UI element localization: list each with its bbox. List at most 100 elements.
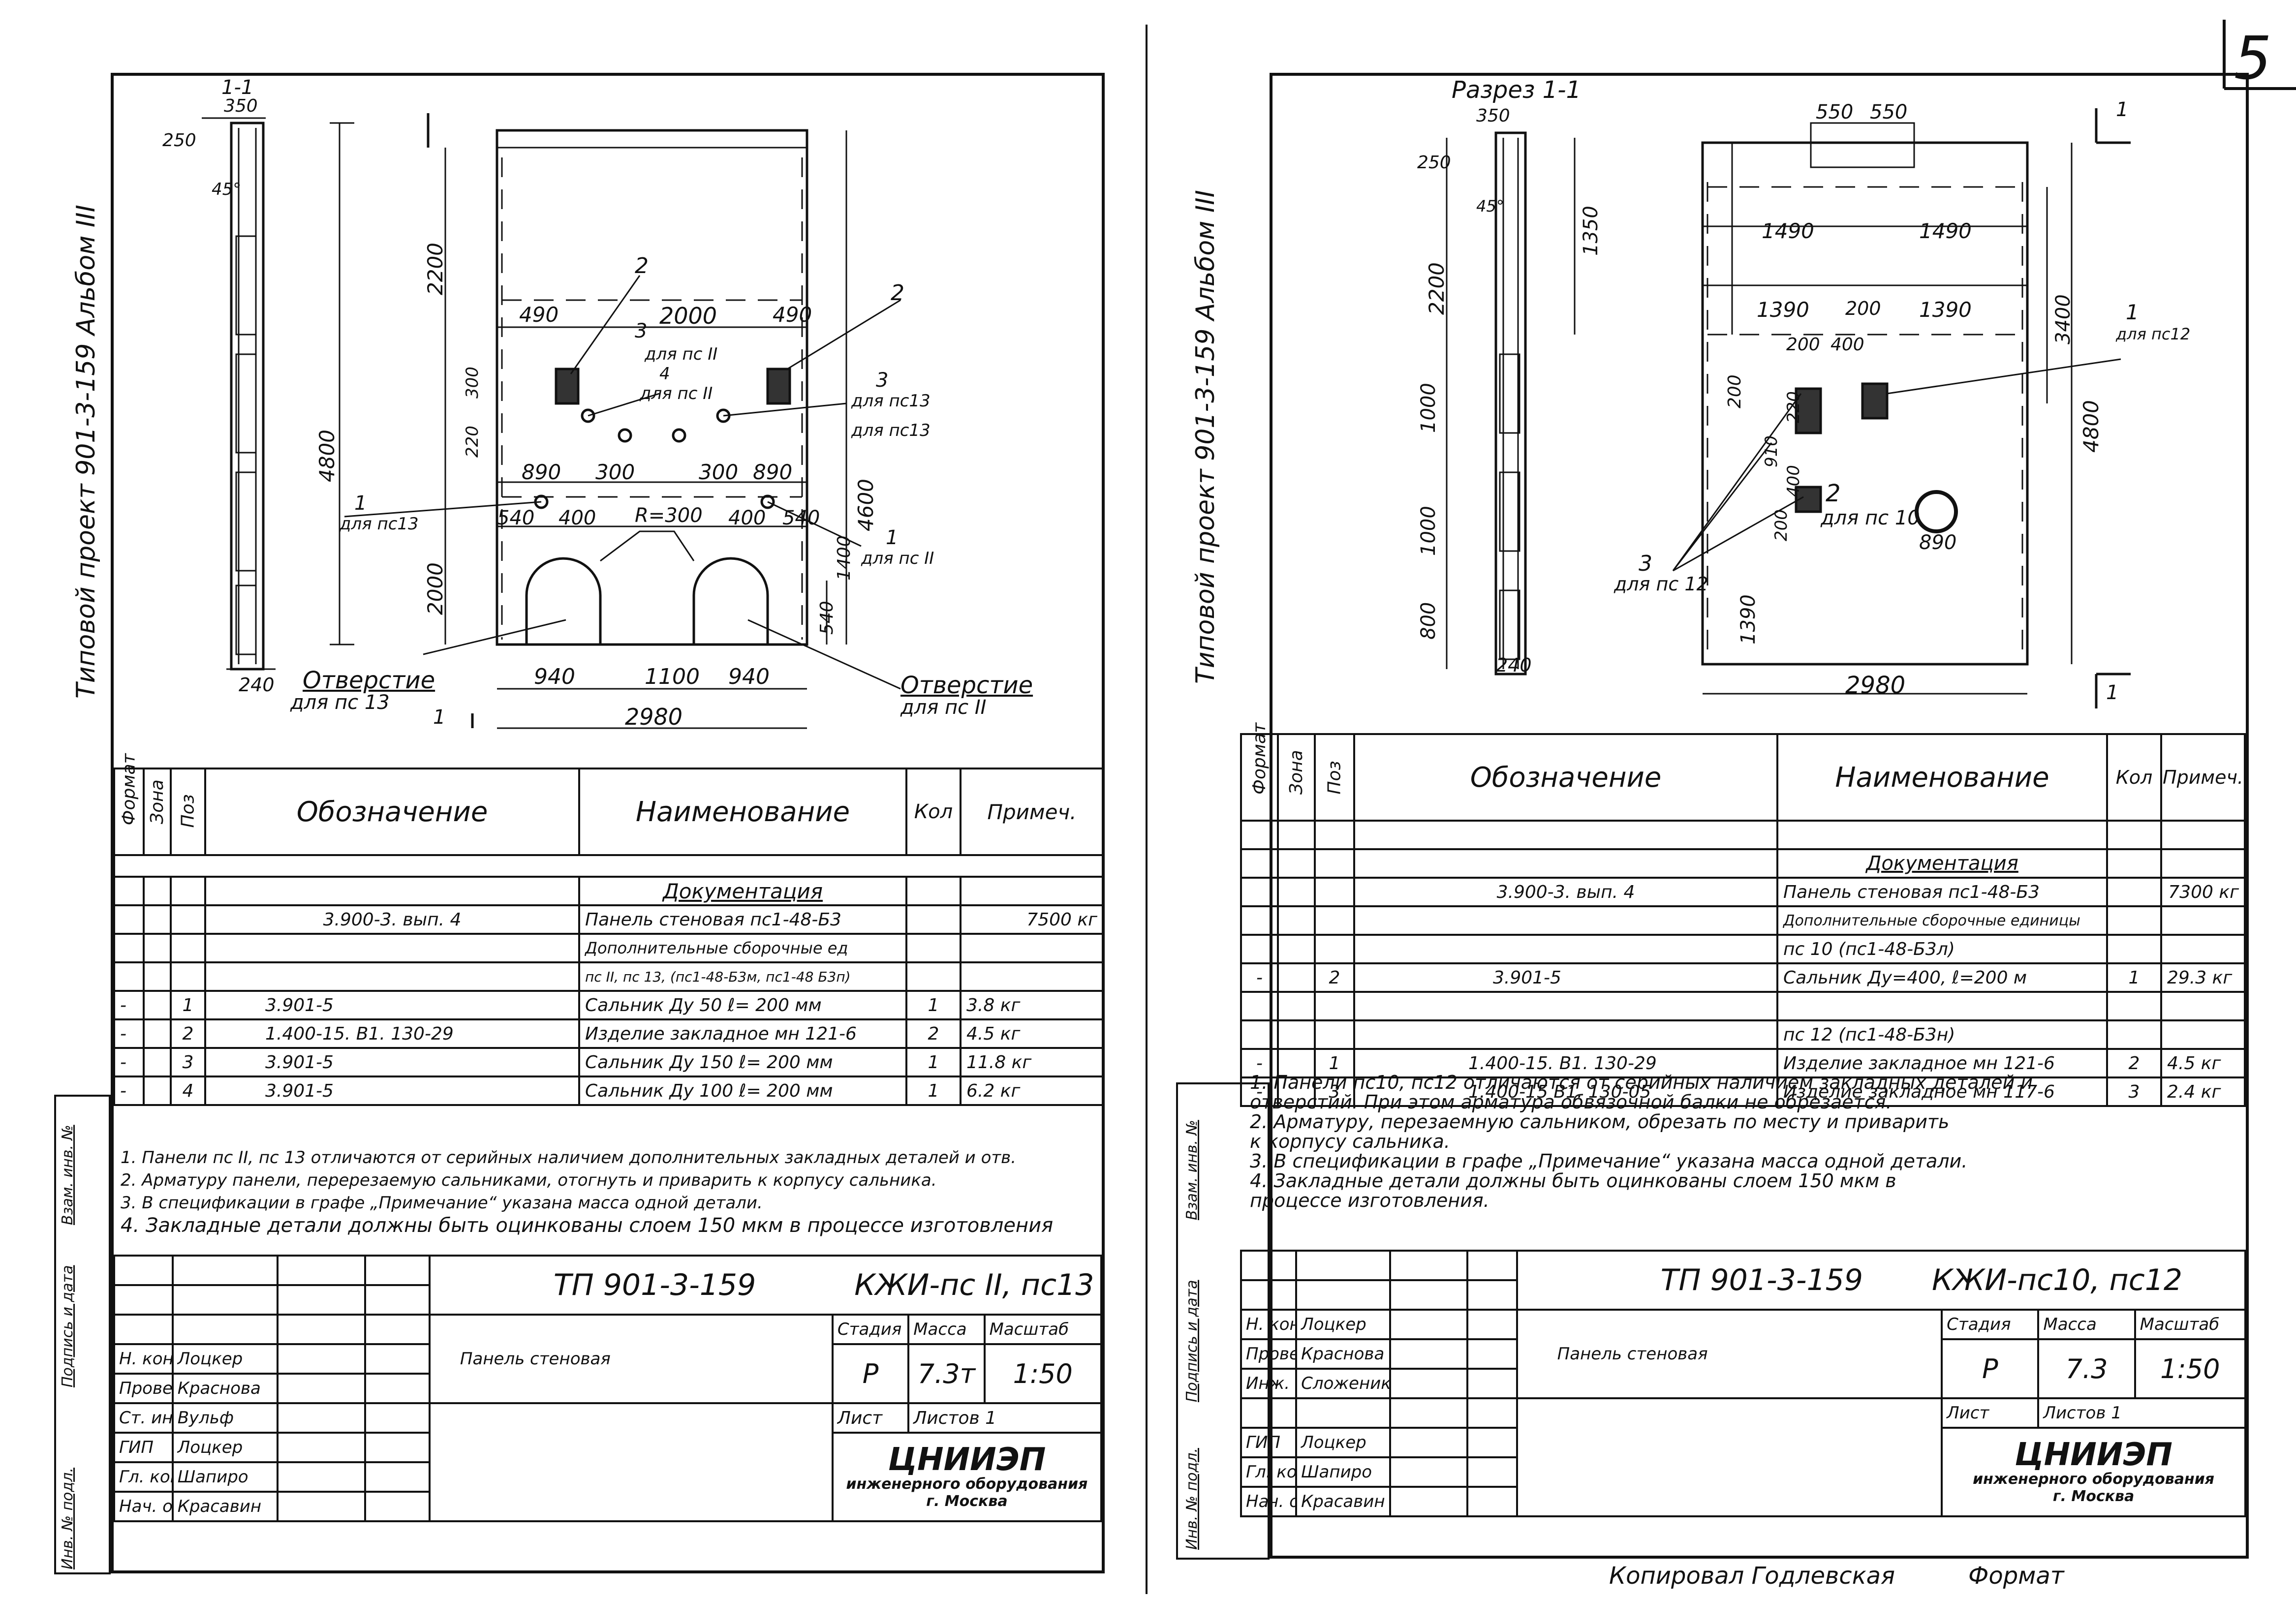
left-dim-240: 240 xyxy=(239,674,275,696)
table-row: пс 12 (пс1-48-Б3н) xyxy=(1240,1019,2246,1050)
left-stamp-stage-lbl: Стадия xyxy=(831,1314,910,1345)
right-dim-3400: 3400 xyxy=(2052,294,2075,344)
left-notes: 1. Панели пс II, пс 13 отличаются от сер… xyxy=(121,1148,1054,1237)
right-dim-800: 800 xyxy=(1417,602,1440,640)
left-binder-title: Типовой проект 901-3-159 Альбом III xyxy=(71,205,101,699)
left-spec-table: Формат Зона Поз Обозначение Наименование… xyxy=(113,753,1104,1106)
right-stamp-sheetcode: КЖИ-пс10, пс12 xyxy=(1932,1263,2183,1297)
left-callout-4: 4 xyxy=(659,364,670,384)
right-dim-400: 400 xyxy=(1831,335,1864,355)
right-dim-200c: 200 xyxy=(1771,509,1791,541)
right-callout-2: 2 xyxy=(1826,480,1841,507)
right-dim-200b: 200 xyxy=(1786,335,1820,355)
right-spec-h-designation: Обозначение xyxy=(1353,733,1778,822)
right-side-sign: Подпись и дата xyxy=(1183,1280,1201,1403)
right-callout-3-txt: для пс 12 xyxy=(1614,573,1708,595)
left-callout-3b: 3 xyxy=(876,369,889,392)
left-callout-3a: 3 xyxy=(635,320,648,342)
left-dim-2000: 2000 xyxy=(659,303,717,329)
right-dim-1490b: 1490 xyxy=(1919,219,1972,243)
right-dim-2200: 2200 xyxy=(1425,262,1449,315)
right-dim-890: 890 xyxy=(1919,531,1957,554)
table-row: Документация xyxy=(1240,848,2246,879)
left-stamp-scale-lbl: Масштаб xyxy=(983,1314,1103,1345)
left-dim-4800: 4800 xyxy=(315,430,339,482)
left-dim-1100: 1100 xyxy=(645,664,700,689)
left-dim-1400: 1400 xyxy=(834,535,854,581)
left-dim-400b: 400 xyxy=(728,507,766,529)
right-dim-240: 240 xyxy=(1496,654,1532,676)
right-dim-550a: 550 xyxy=(1816,101,1854,123)
right-dim-910: 910 xyxy=(1762,435,1781,467)
left-callout-3a-txt: для пс II xyxy=(645,344,718,364)
right-stamp-title: Панель стеновая xyxy=(1516,1309,1943,1399)
right-dim-1000b: 1000 xyxy=(1417,506,1440,556)
left-stamp-scale: 1:50 xyxy=(983,1343,1103,1404)
left-callout-1b: 1 xyxy=(886,526,899,549)
left-dim-r300: R=300 xyxy=(635,504,703,527)
right-stamp-code: ТП 901-3-159 xyxy=(1660,1263,1863,1297)
left-side-strip xyxy=(54,1095,111,1574)
left-hole-sub: для пс 13 xyxy=(290,691,390,714)
left-spec-h-pos: Поз xyxy=(170,768,206,856)
right-dim-4800: 4800 xyxy=(2079,400,2103,453)
left-dim-540b: 540 xyxy=(782,507,820,529)
left-spec-h-note: Примеч. xyxy=(960,768,1104,856)
right-spec-table: Формат Зона Поз Обозначение Наименование… xyxy=(1240,722,2246,1107)
right-stamp-scale-lbl: Масштаб xyxy=(2134,1309,2247,1340)
right-side-replace: Взам. инв. № xyxy=(1183,1120,1201,1220)
left-dim-300: 300 xyxy=(463,367,482,399)
left-stamp-mass: 7.3т xyxy=(907,1343,986,1404)
left-spec-header: Формат Зона Поз Обозначение Наименование… xyxy=(113,753,1104,856)
right-spec-h-qty: Кол xyxy=(2106,733,2162,822)
left-dim-400a: 400 xyxy=(558,507,596,529)
left-dim-45: 45° xyxy=(212,180,242,199)
right-stamp-mass-lbl: Масса xyxy=(2037,1309,2136,1340)
right-dim-2980: 2980 xyxy=(1845,672,1906,699)
left-dim-490b: 490 xyxy=(773,303,812,327)
right-hole-sub: для пс II xyxy=(900,696,987,719)
right-binder-title: Типовой проект 901-3-159 Альбом III xyxy=(1191,190,1220,684)
left-callout-2b: 2 xyxy=(891,280,904,306)
left-dim-940a: 940 xyxy=(534,664,575,689)
right-stamp-stage: Р xyxy=(1941,1338,2040,1399)
right-callout-2-txt: для пс 10 xyxy=(1821,507,1920,529)
right-dim-1390a: 1390 xyxy=(1757,298,1809,322)
table-row xyxy=(1240,991,2246,1021)
left-callout-3b-txt: для пс13 xyxy=(851,391,931,411)
left-stamp-stage: Р xyxy=(831,1343,910,1404)
right-callout-3: 3 xyxy=(1639,551,1652,576)
left-callout-1a-txt: для пс13 xyxy=(340,514,419,534)
table-row: пс II, пс 13, (пс1-48-Б3м, пс1-48 Б3п) xyxy=(113,961,1104,992)
right-dim-200: 200 xyxy=(1845,298,1881,319)
left-callout-pc13b: для пс13 xyxy=(851,421,931,440)
right-stamp-stage-lbl: Стадия xyxy=(1941,1309,2040,1340)
left-spec-h-zone: Зона xyxy=(143,768,172,856)
right-dim-1490a: 1490 xyxy=(1762,219,1814,243)
left-dim-220: 220 xyxy=(463,426,482,458)
left-spec-h-name: Наименование xyxy=(578,768,907,856)
left-dim-2000v: 2000 xyxy=(423,562,447,615)
left-dim-350: 350 xyxy=(224,96,258,116)
right-stamp-scale: 1:50 xyxy=(2134,1338,2247,1399)
left-stamp-sheet-lbl: Лист xyxy=(831,1402,910,1434)
right-stamp-sheet-lbl: Лист xyxy=(1941,1397,2040,1429)
right-stamp-sheets: Листов 1 xyxy=(2037,1397,2246,1429)
right-callout-1: 1 xyxy=(2126,300,2139,324)
left-dim-250: 250 xyxy=(162,130,196,151)
left-dim-490a: 490 xyxy=(519,303,559,327)
left-dim-540a: 540 xyxy=(497,507,535,529)
right-dim-200l: 200 xyxy=(1725,374,1745,408)
right-spec-h-zone: Зона xyxy=(1277,733,1316,822)
right-dim-45: 45° xyxy=(1476,197,1504,215)
